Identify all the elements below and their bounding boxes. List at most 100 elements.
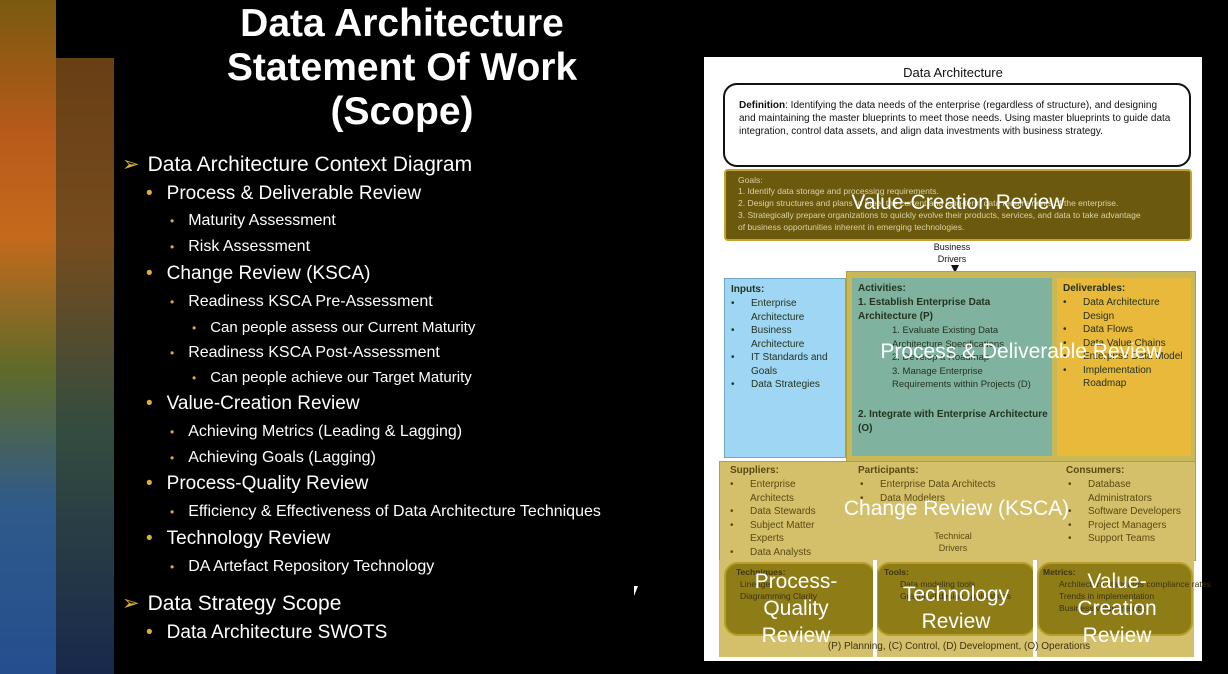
dot-bullet-icon: • (170, 425, 175, 439)
metrics-title: Metrics: (1043, 567, 1076, 577)
supplier-item: •Data Analysts (730, 546, 812, 558)
bullet-level1: ➢Data Strategy Scope (122, 592, 342, 615)
dot-bullet-icon: • (192, 371, 197, 385)
deliverables-box: Deliverables: •Data Architecture Design … (1057, 278, 1191, 456)
mouse-pointer-icon (634, 586, 642, 596)
bullet-level3: •Achieving Goals (Lagging) (170, 449, 376, 466)
suppliers-title: Suppliers: (730, 465, 779, 476)
deliverables-title: Deliverables: (1063, 283, 1126, 294)
bullet-level3: •Maturity Assessment (170, 212, 336, 229)
phase-legend: (P) Planning, (C) Control, (D) Developme… (827, 641, 1091, 652)
inputs-list: •Enterprise Architecture •Business Archi… (731, 297, 841, 392)
dot-bullet-icon: • (170, 295, 175, 309)
stakeholders-box: Suppliers: •Enterprise Architects •Data … (719, 461, 1196, 561)
dot-bullet-icon: • (170, 560, 175, 574)
metric-item: Architecture standards compliance rates (1059, 579, 1211, 589)
deliverable-item: •Data Architecture Design (1063, 297, 1160, 322)
tool-item: Graphical design applications (900, 591, 1012, 601)
technique-item: Lineage (740, 579, 771, 589)
dot-bullet-icon: • (170, 505, 175, 519)
metrics-pill: Metrics: Architecture standards complian… (1037, 562, 1211, 636)
dot-bullet-icon: • (146, 473, 153, 494)
title-line: (Scope) (330, 90, 474, 133)
goal-item: 1. Identify data storage and processing … (738, 186, 939, 196)
dot-bullet-icon: • (146, 183, 153, 204)
bullet-level2: •Data Architecture SWOTS (146, 622, 388, 643)
decor-stripe-left (0, 0, 56, 674)
title-line: Statement Of Work (226, 46, 578, 89)
diagram-title: Data Architecture (903, 65, 1003, 80)
bullet-level3: •Achieving Metrics (Leading & Lagging) (170, 423, 463, 440)
input-item: •Data Strategies (731, 379, 820, 390)
activity-subs: 1. Evaluate Existing Data Architecture S… (892, 324, 1042, 392)
input-item: •Business Architecture (731, 325, 805, 350)
supplier-item: •Subject Matter Experts (730, 519, 815, 545)
consumer-item: •Software Developers (1068, 506, 1181, 517)
dot-bullet-icon: • (170, 240, 175, 254)
context-diagram: Data Architecture Definition: Identifyin… (704, 57, 1211, 661)
dot-bullet-icon: • (170, 346, 175, 360)
consumer-item: •Database Administrators (1068, 479, 1152, 504)
goal-item: of business opportunities inherent in em… (738, 222, 965, 232)
consumer-item: •Support Teams (1068, 533, 1156, 544)
bullet-level2: •Change Review (KSCA) (146, 263, 371, 284)
arrow-bullet-icon: ➢ (122, 592, 140, 615)
dot-bullet-icon: • (170, 214, 175, 228)
participant-item: •Enterprise Data Architects (860, 479, 996, 490)
bullet-level3: •Risk Assessment (170, 238, 311, 255)
bullet-level3: •Readiness KSCA Pre-Assessment (170, 293, 433, 310)
techniques-pill: Techniques: Lineage Diagramming Clarity (724, 562, 876, 636)
input-item: •Enterprise Architecture (731, 298, 805, 323)
activity-sub-item: 3. Manage Enterprise Requirements within… (892, 365, 1031, 391)
technical-drivers-label: Technical Drivers (934, 531, 972, 553)
goals-box: Goals: 1. Identify data storage and proc… (724, 169, 1192, 241)
column-divider (1033, 560, 1037, 657)
technique-item: Diagramming Clarity (740, 591, 817, 601)
dot-bullet-icon: • (146, 393, 153, 414)
bullet-level2: •Process & Deliverable Review (146, 183, 422, 204)
overlay-change-review: Change Review (KSCA) (843, 497, 1070, 520)
arrow-bullet-icon: ➢ (122, 153, 140, 176)
inputs-box: Inputs: •Enterprise Architecture •Busine… (724, 278, 846, 458)
activity-item: 2. Integrate with Enterprise Architectur… (858, 409, 1048, 434)
dot-bullet-icon: • (146, 263, 153, 284)
suppliers-list: •Enterprise Architects •Data Stewards •S… (730, 478, 840, 559)
deliverable-item: •Data Value Chains (1063, 337, 1166, 349)
dot-bullet-icon: • (146, 528, 153, 549)
supplier-item: •Data Stewards (730, 506, 816, 517)
overlay-process-quality: Process-Quality Review (754, 570, 838, 647)
dot-bullet-icon: • (146, 622, 153, 643)
activity-sub-item: 1. Evaluate Existing Data Architecture S… (892, 325, 1004, 350)
activities-box: Activities: 1. Establish Enterprise Data… (852, 278, 1052, 456)
overlay-value-creation-top: Value-Creation Review (851, 191, 1065, 214)
activity-item: 1. Establish Enterprise Data Architectur… (858, 297, 991, 322)
metric-item: Trends in implementation (1059, 591, 1155, 601)
goals-title: Goals: (738, 175, 763, 185)
overlay-value-creation-bottom: Value-Creation Review (1077, 570, 1157, 647)
input-item: •IT Standards and Goals (731, 352, 828, 377)
deliverable-item: •Data Flows (1063, 324, 1134, 335)
bullet-level4: •Can people assess our Current Maturity (192, 319, 476, 336)
dot-bullet-icon: • (192, 321, 197, 335)
decor-stripe-inner (56, 58, 114, 674)
tools-title: Tools: (884, 567, 909, 577)
participant-item: •Data Modelers (860, 492, 946, 504)
definition-text: Definition: Identifying the data needs o… (739, 100, 1171, 137)
bullet-level2: •Value-Creation Review (146, 393, 360, 414)
goal-item: 2. Design structures and plans to meet t… (738, 198, 1119, 208)
metric-item: Business value metrics (1059, 603, 1146, 613)
dot-bullet-icon: • (170, 451, 175, 465)
overlay-technology: Technology Review (902, 583, 1010, 633)
slide-title: Data Architecture Statement Of Work (Sco… (180, 2, 624, 134)
deliverable-item: •Implementation Roadmap (1063, 364, 1152, 390)
bullet-level2: •Technology Review (146, 528, 331, 549)
column-divider (873, 560, 877, 657)
bullet-level3: •Readiness KSCA Post-Assessment (170, 344, 440, 361)
title-line: Data Architecture (240, 2, 564, 45)
overlay-process-deliverable: Process & Deliverable Review (880, 340, 1162, 363)
deliverables-list: •Data Architecture Design •Data Flows •D… (1063, 296, 1187, 391)
deliverable-item: •Enterprise Data Model (1063, 351, 1183, 362)
bullet-level3: •Efficiency & Effectiveness of Data Arch… (170, 503, 601, 520)
participants-list: •Enterprise Data Architects •Data Modele… (860, 478, 1060, 505)
supplier-item: •Enterprise Architects (730, 479, 796, 504)
